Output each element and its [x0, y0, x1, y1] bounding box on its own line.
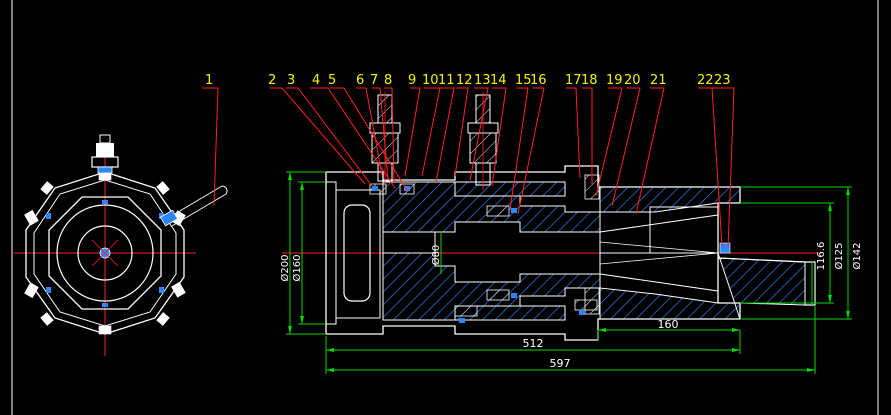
part-label: 11: [438, 73, 455, 88]
part-label: 1: [205, 73, 213, 88]
bore-circle: [77, 225, 133, 281]
end-cap-slot: [343, 204, 371, 302]
part-label: 22: [697, 73, 714, 88]
part-label: 10: [422, 73, 439, 88]
part-label: 19: [606, 73, 623, 88]
seal-inserts: [372, 186, 585, 323]
dim-tip-diameter: 116.6: [816, 242, 827, 271]
dim-outer-diameter: Ø200: [279, 255, 291, 282]
body-circle: [56, 204, 154, 302]
part-label: 5: [328, 73, 336, 88]
part-label: 6: [356, 73, 364, 88]
dim-body-length: 512: [523, 337, 544, 350]
part-label: 12: [456, 73, 473, 88]
part-label: 17: [565, 73, 582, 88]
clamp-blocks: [24, 171, 186, 335]
dimension-lines: [286, 171, 852, 374]
part-label: 3: [287, 73, 295, 88]
dim-overall-length: 597: [550, 357, 571, 370]
dim-taper-length: 160: [658, 318, 679, 331]
part-label: 21: [650, 73, 667, 88]
leader-lines: [202, 87, 735, 249]
part-label: 18: [581, 73, 598, 88]
part-label: 15: [515, 73, 532, 88]
clamp-inserts: [46, 200, 164, 307]
part-label: 9: [408, 73, 416, 88]
part-label: 2: [268, 73, 276, 88]
part-label: 13: [474, 73, 491, 88]
dim-inner-diameter: Ø160: [291, 255, 303, 282]
dim-flange-diameter-b: Ø142: [851, 243, 863, 270]
dimension-arrows: [288, 172, 850, 372]
part-label: 16: [530, 73, 547, 88]
part-label: 14: [490, 73, 507, 88]
part-label: 7: [370, 73, 378, 88]
part-label: 8: [384, 73, 392, 88]
octagon-body: [48, 196, 162, 310]
top-fitting: [91, 134, 119, 174]
dimension-texts: 597 512 160 Ø200 Ø160 Ø80 116.6 Ø125 Ø14…: [279, 242, 863, 370]
dim-flange-diameter-a: Ø125: [833, 243, 845, 270]
part-label: 23: [714, 73, 731, 88]
part-labels: 1 2 3 4 5 6 7 8 9 10 11 12 13 14 15 16 1…: [205, 73, 731, 88]
part-label: 20: [624, 73, 641, 88]
lever-handle: [159, 185, 228, 227]
drawing-frame: [11, 0, 879, 415]
part-label: 4: [312, 73, 320, 88]
end-view: [14, 134, 228, 356]
dim-bore-diameter: Ø80: [430, 245, 442, 266]
